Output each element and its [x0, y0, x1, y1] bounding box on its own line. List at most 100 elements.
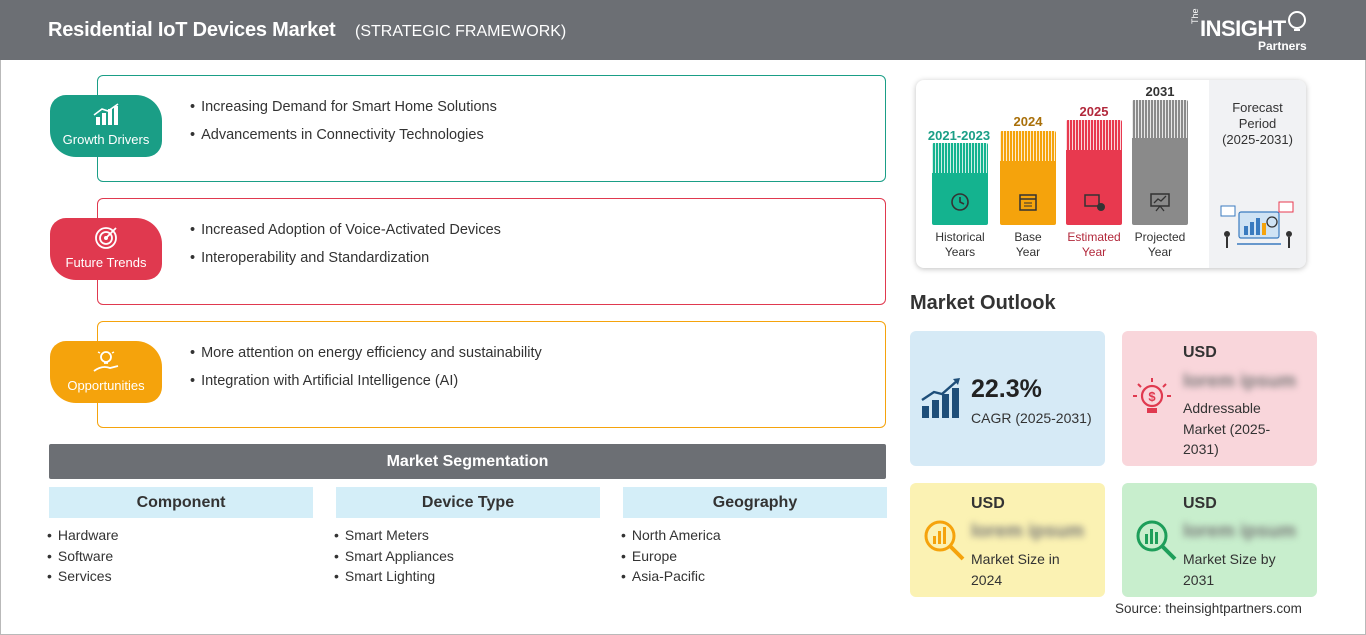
caption-line: Historical	[935, 230, 985, 244]
timeline-caption: Base Year	[988, 230, 1068, 260]
timeline-card: 2021-2023 Historical Years 2024 Base Yea…	[916, 80, 1306, 268]
bar-stripes	[1132, 100, 1188, 138]
projection-icon	[1150, 193, 1170, 212]
opportunities-list: More attention on energy efficiency and …	[190, 339, 542, 395]
label-line: 2031	[1183, 571, 1215, 588]
list-item: North America	[623, 525, 887, 546]
timeline-caption: Historical Years	[920, 230, 1000, 260]
cagr-card: 22.3% CAGR (2025-2031)	[910, 331, 1105, 466]
timeline-caption: Projected Year	[1120, 230, 1200, 260]
list-item: Hardware	[49, 525, 313, 546]
segment-heading: Device Type	[336, 487, 600, 518]
timeline-bar-base	[1000, 131, 1056, 225]
history-icon	[951, 193, 969, 211]
opportunities-panel: More attention on energy efficiency and …	[97, 321, 886, 428]
label-line: Market (2025-	[1183, 420, 1271, 437]
list-item: Increasing Demand for Smart Home Solutio…	[190, 93, 497, 121]
segment-list: Smart Meters Smart Appliances Smart Ligh…	[336, 525, 600, 587]
segment-list: Hardware Software Services	[49, 525, 313, 587]
forecast-line: Period	[1238, 116, 1277, 131]
label-line: Market Size in	[971, 551, 1060, 567]
growth-chart-icon	[921, 378, 960, 418]
logo-partners-text: Partners	[1258, 39, 1307, 53]
cagr-label: CAGR (2025-2031)	[971, 410, 1092, 426]
segment-component: Component Hardware Software Services	[49, 487, 313, 587]
page-subtitle: (STRATEGIC FRAMEWORK)	[355, 23, 567, 40]
segment-device-type: Device Type Smart Meters Smart Appliance…	[336, 487, 600, 587]
svg-text:$: $	[1148, 389, 1156, 404]
caption-line: Years	[944, 245, 976, 259]
caption-line: Year	[1147, 245, 1173, 259]
segment-heading: Geography	[623, 487, 887, 518]
caption-line: Estimated	[1067, 230, 1121, 244]
calendar-icon	[1019, 194, 1037, 211]
analysts-illustration-icon	[1220, 201, 1294, 248]
caption-line: Projected	[1134, 230, 1186, 244]
timeline-year: 2024	[1013, 114, 1043, 129]
logo-main-text: INSIGHT	[1200, 16, 1286, 41]
label-line: Addressable	[1183, 400, 1261, 416]
label-line: 2024	[971, 571, 1003, 588]
timeline-year: 2031	[1145, 84, 1175, 99]
list-item: Smart Appliances	[336, 546, 600, 567]
opportunities-label: Opportunities	[67, 378, 145, 393]
source-credit[interactable]: Source: theinsightpartners.com	[1115, 601, 1302, 616]
segment-list: North America Europe Asia-Pacific	[623, 525, 887, 587]
company-logo[interactable]: The INSIGHT Partners	[1190, 8, 1320, 54]
label-line: Market Size by	[1183, 551, 1276, 567]
addressable-market-card: $ USD lorem ipsum Addressable Market (20…	[1122, 331, 1317, 466]
timeline-bar-projected	[1132, 100, 1188, 225]
list-item: Increased Adoption of Voice-Activated De…	[190, 216, 501, 244]
page-title: Residential IoT Devices Market	[48, 19, 336, 41]
segment-geography: Geography North America Europe Asia-Paci…	[623, 487, 887, 587]
idea-dollar-icon: $	[1133, 378, 1171, 413]
addressable-market-label: Addressable Market (2025- 2031)	[1183, 398, 1270, 460]
header-bar: Residential IoT Devices Market (STRATEGI…	[0, 0, 1366, 60]
market-size-2031-label: Market Size by 2031	[1183, 549, 1276, 590]
currency-label: USD	[971, 495, 1005, 512]
magnifier-dollar-icon	[1136, 520, 1177, 561]
caption-line: Year	[1081, 245, 1107, 259]
list-item: Smart Lighting	[336, 566, 600, 587]
list-item: Advancements in Connectivity Technologie…	[190, 121, 497, 149]
chart-up-icon	[93, 103, 119, 125]
forecast-line: (2025-2031)	[1222, 132, 1293, 147]
cagr-value: 22.3%	[971, 375, 1042, 403]
market-size-2024-card: USD lorem ipsum Market Size in 2024	[910, 483, 1105, 597]
opportunities-badge: Opportunities	[50, 341, 162, 403]
list-item: Smart Meters	[336, 525, 600, 546]
forecast-period-text: Forecast Period (2025-2031)	[1209, 100, 1306, 148]
future-trends-panel: Increased Adoption of Voice-Activated De…	[97, 198, 886, 305]
timeline-bar-historical	[932, 143, 988, 225]
caption-line: Base	[1014, 230, 1042, 244]
lightbulb-hand-icon	[93, 351, 119, 372]
bar-stripes	[932, 143, 988, 173]
list-item: Europe	[623, 546, 887, 567]
growth-drivers-panel: Increasing Demand for Smart Home Solutio…	[97, 75, 886, 182]
growth-drivers-badge: Growth Drivers	[50, 95, 162, 157]
market-segmentation-header: Market Segmentation	[49, 444, 886, 479]
blurred-value: lorem ipsum	[1183, 521, 1296, 542]
list-item: Asia-Pacific	[623, 566, 887, 587]
currency-label: USD	[1183, 344, 1217, 361]
timeline-year: 2021-2023	[927, 128, 991, 143]
segment-heading: Component	[49, 487, 313, 518]
list-item: Interoperability and Standardization	[190, 244, 501, 272]
list-item: Services	[49, 566, 313, 587]
logo-lightbulb-icon	[1288, 11, 1306, 31]
label-line: 2031)	[1183, 441, 1219, 457]
market-size-2024-label: Market Size in 2024	[971, 549, 1060, 590]
timeline-bar-estimated	[1066, 120, 1122, 225]
list-item: Software	[49, 546, 313, 567]
blurred-value: lorem ipsum	[1183, 371, 1296, 392]
timeline-caption: Estimated Year	[1054, 230, 1134, 260]
future-trends-list: Increased Adoption of Voice-Activated De…	[190, 216, 501, 272]
bar-stripes	[1000, 131, 1056, 161]
timeline-year: 2025	[1079, 104, 1109, 119]
target-icon	[95, 227, 117, 249]
growth-drivers-list: Increasing Demand for Smart Home Solutio…	[190, 93, 497, 149]
caption-line: Year	[1015, 245, 1041, 259]
list-item: Integration with Artificial Intelligence…	[190, 367, 542, 395]
blurred-value: lorem ipsum	[971, 521, 1084, 542]
bar-stripes	[1066, 120, 1122, 150]
